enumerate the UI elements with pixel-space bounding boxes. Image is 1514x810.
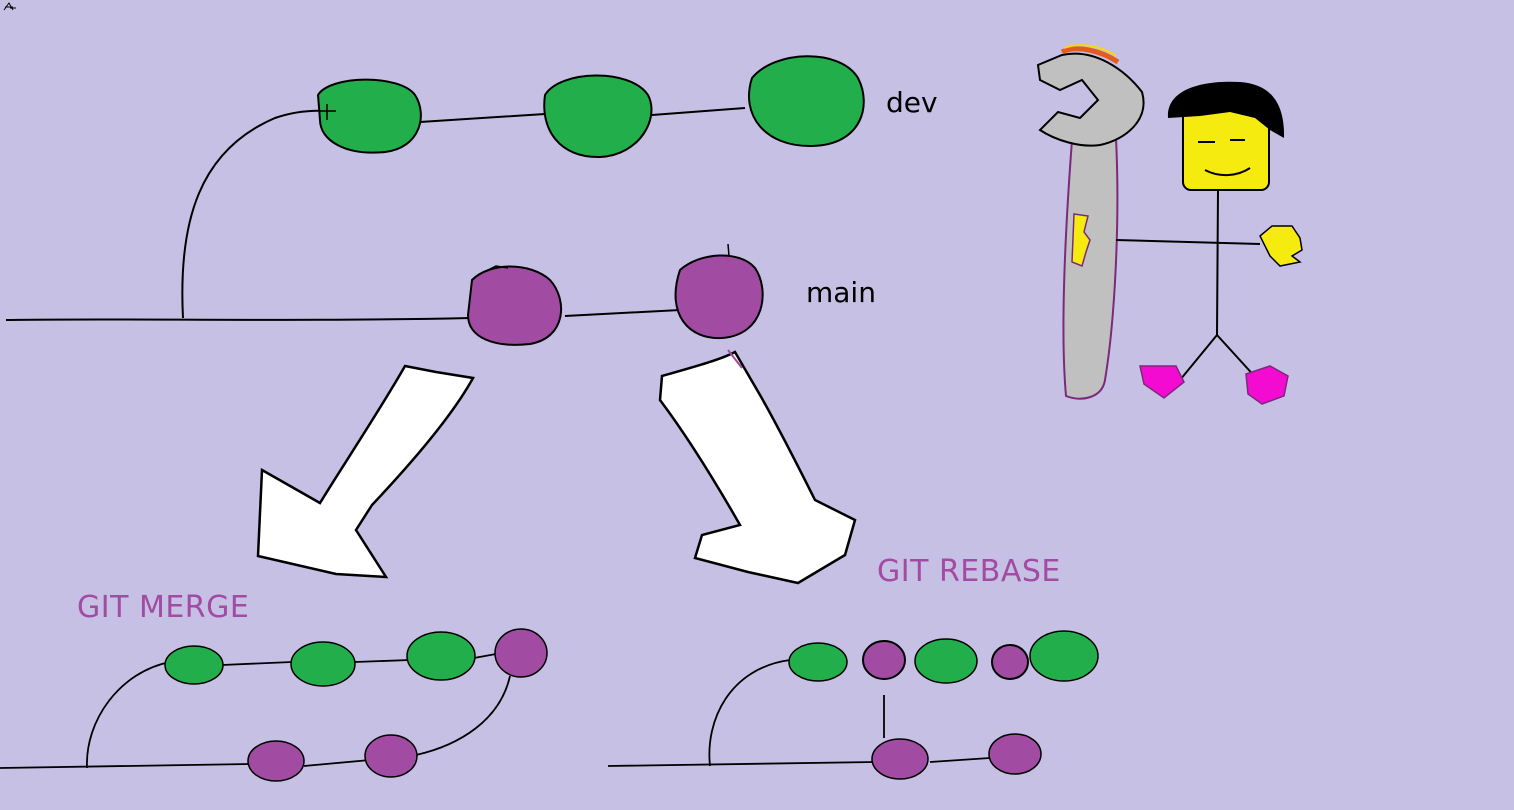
left-shoe bbox=[1139, 365, 1185, 399]
wrench-head bbox=[1036, 52, 1145, 147]
dev-commit bbox=[290, 641, 356, 687]
main-commit bbox=[466, 265, 563, 346]
commit-tick bbox=[320, 104, 336, 120]
main-commit bbox=[991, 644, 1029, 680]
branch-label-dev: dev bbox=[886, 86, 938, 119]
dev-commit bbox=[316, 78, 422, 154]
wrench-icon bbox=[1062, 136, 1119, 400]
main-commit bbox=[871, 738, 929, 780]
stick-body bbox=[1115, 189, 1261, 381]
hair bbox=[1167, 81, 1285, 138]
dev-commit bbox=[1029, 630, 1099, 682]
main-commit bbox=[674, 254, 764, 340]
right-shoe bbox=[1245, 365, 1289, 405]
face bbox=[1182, 107, 1270, 191]
branch-label-main: main bbox=[806, 276, 876, 309]
main-branch-line bbox=[5, 309, 681, 321]
down-right-arrow bbox=[658, 350, 857, 585]
right-hand bbox=[1259, 225, 1303, 267]
git-rebase-title: GIT REBASE bbox=[877, 554, 1061, 589]
dev-commit bbox=[164, 645, 224, 685]
left-hand bbox=[1071, 213, 1091, 268]
dev-commit bbox=[788, 642, 848, 682]
main-commit bbox=[247, 740, 305, 782]
main-commit bbox=[862, 640, 906, 680]
commit-tick bbox=[483, 243, 730, 273]
git-merge-title: GIT MERGE bbox=[77, 590, 250, 625]
rebase-dev-line bbox=[708, 659, 885, 767]
main-commit bbox=[988, 733, 1042, 775]
main-commit bbox=[364, 734, 418, 778]
down-left-arrow bbox=[256, 364, 475, 579]
corner-mark bbox=[3, 2, 16, 11]
arrow-tip-mark bbox=[727, 349, 743, 369]
rebase-main-line bbox=[607, 757, 991, 767]
dev-branch-line bbox=[181, 107, 746, 319]
dev-commit bbox=[543, 74, 653, 159]
dev-commit bbox=[748, 55, 865, 148]
main-commit bbox=[494, 628, 548, 678]
stick-figure-with-wrench bbox=[1036, 44, 1303, 405]
merge-dev-line bbox=[86, 653, 497, 769]
wrench-flame bbox=[1060, 46, 1120, 65]
dev-commit bbox=[914, 638, 978, 684]
dev-commit bbox=[406, 631, 476, 681]
merge-main-line bbox=[0, 675, 511, 769]
